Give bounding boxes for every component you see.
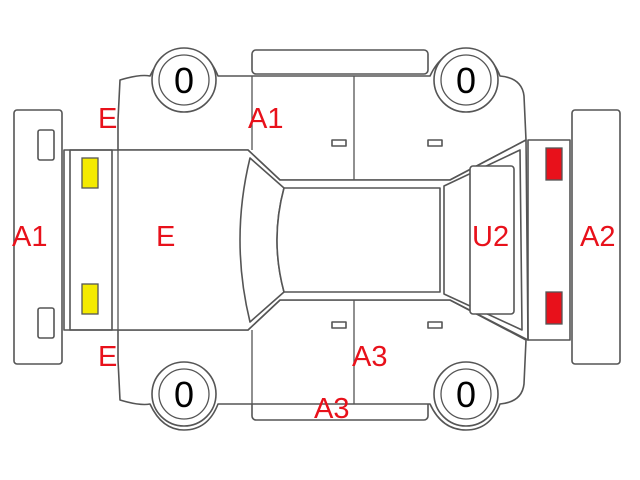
front-right-fog-lamp [37, 307, 55, 339]
left-roof-rail [251, 49, 429, 75]
code-rear-bumper: A2 [580, 221, 615, 253]
code-front-right-fender: E [98, 341, 117, 373]
code-front-left-fender: E [98, 103, 117, 135]
code-front-bumper: A1 [12, 221, 47, 253]
left-rear-handle [427, 139, 443, 147]
front-lamp-zone [69, 149, 113, 331]
tire-front-left-label: 0 [174, 60, 194, 101]
rear-bumper [571, 109, 621, 365]
code-right-rear-door: A3 [352, 341, 387, 373]
rear-window-inner [469, 165, 515, 315]
code-left-front-door: A1 [248, 103, 283, 135]
tire-rear-left: 0 [433, 47, 499, 113]
code-hood: E [156, 221, 175, 253]
tire-front-right-label: 0 [174, 374, 194, 415]
front-left-fog-lamp [37, 129, 55, 161]
code-right-rocker: A3 [314, 393, 349, 425]
rear-right-taillight-marker [545, 291, 563, 325]
tire-rear-left-label: 0 [456, 60, 476, 101]
rear-lamp-zone [527, 139, 571, 341]
rear-left-taillight-marker [545, 147, 563, 181]
front-bumper [13, 109, 63, 365]
code-rear-glass: U2 [472, 221, 509, 253]
tire-front-left: 0 [151, 47, 217, 113]
tire-rear-right-label: 0 [456, 374, 476, 415]
right-rear-handle [427, 321, 443, 329]
tire-rear-right: 0 [433, 361, 499, 427]
front-left-headlight-marker [81, 157, 99, 189]
tire-front-right: 0 [151, 361, 217, 427]
front-right-headlight-marker [81, 283, 99, 315]
roof [276, 187, 441, 293]
right-side-body [117, 299, 527, 431]
left-side-body [117, 49, 527, 181]
right-front-handle [331, 321, 347, 329]
left-front-handle [331, 139, 347, 147]
